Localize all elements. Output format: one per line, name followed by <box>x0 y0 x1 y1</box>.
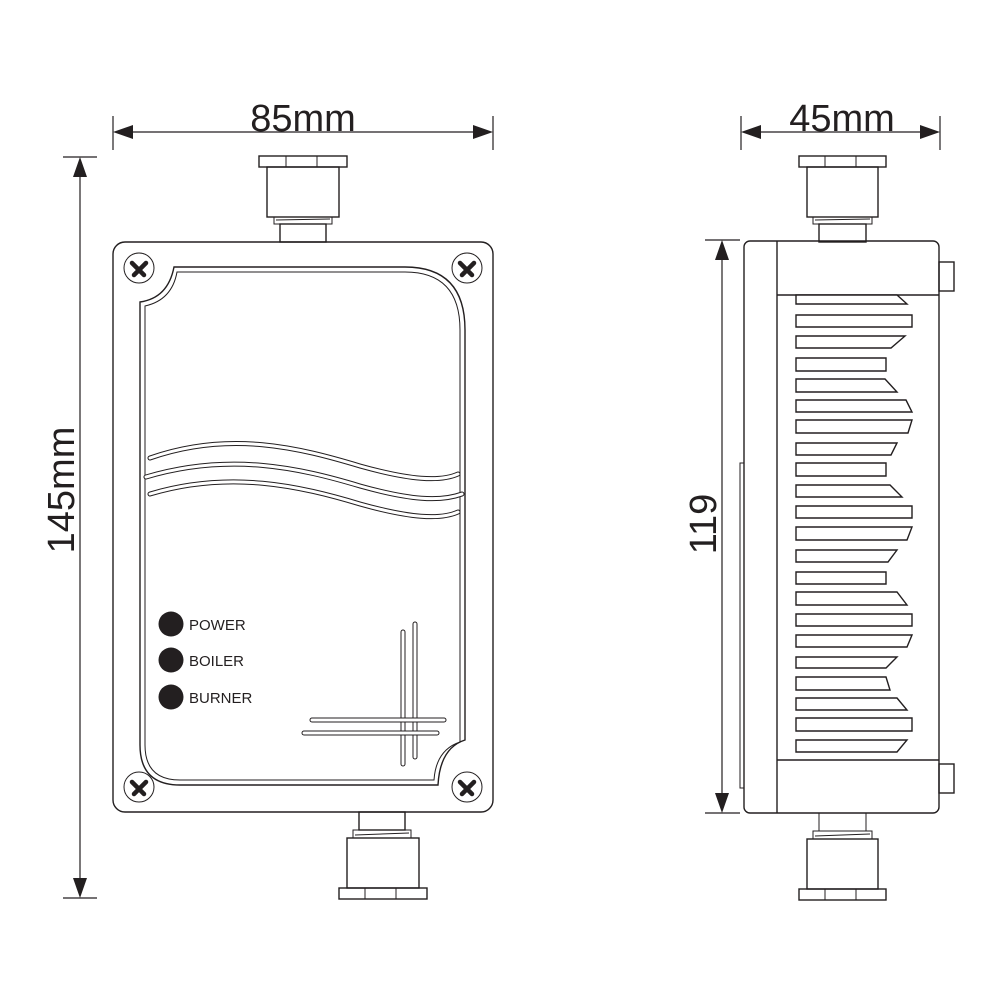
burner-led-icon <box>158 684 184 710</box>
arrow-up-icon <box>715 240 729 260</box>
height-dimension-119: 119 <box>683 239 740 814</box>
heatsink-fins <box>795 294 914 753</box>
height-label: 145mm <box>41 427 83 554</box>
side-tab-bottom <box>938 763 955 794</box>
boiler-led-icon <box>158 647 184 673</box>
side-top-fitting <box>798 155 887 243</box>
screw-bottom-right-icon <box>451 771 483 803</box>
width-label: 85mm <box>250 98 356 140</box>
front-panel-inner <box>144 271 461 781</box>
height-dimension-145: 145mm <box>41 156 97 899</box>
wave-decoration <box>143 441 465 520</box>
arrow-down-icon <box>73 878 87 898</box>
width-dimension-45: 45mm <box>740 98 941 150</box>
arrow-up-icon <box>73 157 87 177</box>
cross-decoration <box>301 621 447 767</box>
indicator-power: POWER <box>158 611 246 637</box>
side-tab-top <box>938 261 955 292</box>
arrow-right-icon <box>920 125 940 139</box>
screw-top-left-icon <box>123 252 155 284</box>
arrow-down-icon <box>715 793 729 813</box>
front-panel-outer <box>139 266 466 786</box>
bottom-fitting <box>338 811 428 900</box>
front-housing <box>112 241 494 813</box>
screw-bottom-left-icon <box>123 771 155 803</box>
arrow-left-icon <box>113 125 133 139</box>
side-width-label: 45mm <box>789 98 895 140</box>
side-height-label: 119 <box>683 494 725 555</box>
screw-top-right-icon <box>451 252 483 284</box>
top-fitting <box>258 155 348 243</box>
arrow-left-icon <box>741 125 761 139</box>
width-dimension-85: 85mm <box>112 98 494 150</box>
indicator-boiler: BOILER <box>158 647 244 673</box>
indicator-label: POWER <box>189 617 246 634</box>
indicator-label: BOILER <box>189 653 244 670</box>
side-bottom-fitting <box>798 812 887 901</box>
power-led-icon <box>158 611 184 637</box>
indicator-burner: BURNER <box>158 684 253 710</box>
front-view: 85mm 145mm <box>41 98 494 900</box>
indicator-label: BURNER <box>189 690 253 707</box>
side-view: 45mm 119 <box>683 98 955 901</box>
arrow-right-icon <box>473 125 493 139</box>
